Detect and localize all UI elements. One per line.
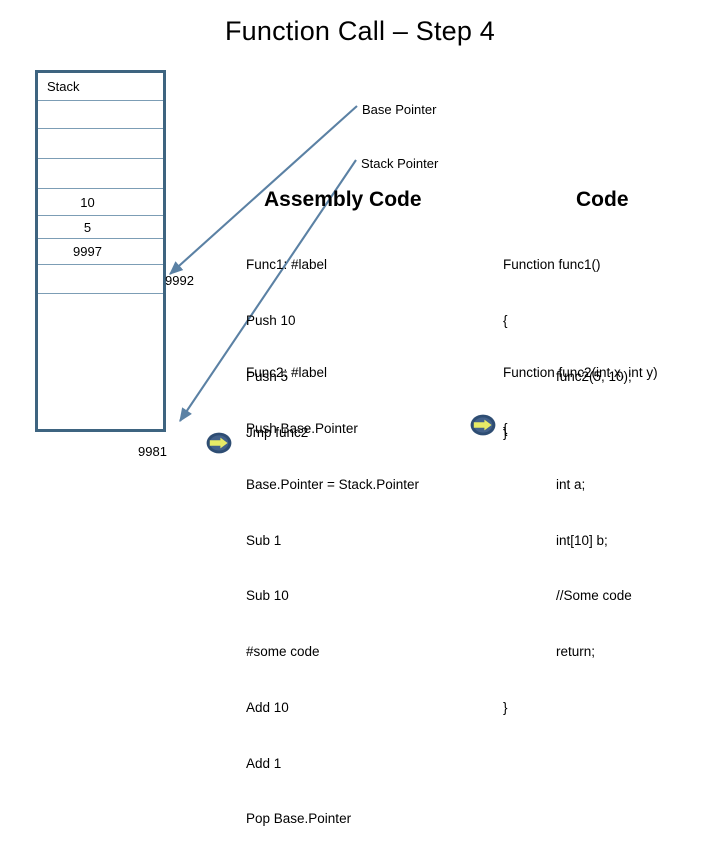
assembly-code-line: Push 5 bbox=[246, 368, 289, 384]
assembly-code-line: Sub 1 bbox=[246, 532, 282, 548]
assembly-code-line: Func2: #label bbox=[246, 365, 328, 381]
stack-header-label: Stack bbox=[47, 79, 80, 94]
stack-row bbox=[38, 265, 163, 294]
code-line: return; bbox=[556, 644, 596, 660]
page-title: Function Call – Step 4 bbox=[224, 16, 496, 46]
assembly-code-line: Jmp func2 bbox=[246, 424, 309, 440]
stack-row: 5 bbox=[38, 216, 163, 239]
right-arrow-bullet-icon bbox=[206, 432, 232, 454]
stack-row bbox=[38, 294, 163, 429]
assembly-func1-block: Func1: #label Push 10 Push 5 Jmp func2 bbox=[246, 219, 327, 479]
assembly-code-line: Add 1 bbox=[246, 755, 282, 771]
code-line: Function func2(int x, int y) bbox=[503, 365, 658, 381]
code-line: int[10] b; bbox=[556, 532, 608, 548]
code-line: } bbox=[503, 424, 508, 440]
stack-row: 10 bbox=[38, 189, 163, 216]
code-line: Function func1() bbox=[503, 257, 601, 273]
code-line: { bbox=[503, 420, 508, 436]
right-arrow-bullet-icon bbox=[470, 414, 496, 436]
base-pointer-address-label: 9992 bbox=[165, 273, 194, 288]
code-heading: Code bbox=[576, 188, 629, 211]
slide-canvas: Function Call – Step 4 Stack 10 5 9997 bbox=[35, 16, 658, 826]
stack-table: Stack 10 5 9997 bbox=[35, 70, 166, 432]
assembly-code-heading: Assembly Code bbox=[264, 188, 422, 211]
code-line: } bbox=[503, 699, 508, 715]
stack-pointer-address-label: 9981 bbox=[138, 444, 167, 459]
stack-cell-value: 5 bbox=[83, 219, 92, 235]
stack-cell-value: 10 bbox=[80, 194, 95, 210]
assembly-code-line: Base.Pointer = Stack.Pointer bbox=[246, 476, 419, 492]
stack-row-header: Stack bbox=[38, 73, 163, 101]
assembly-code-line: Push Base.Pointer bbox=[246, 420, 358, 436]
assembly-code-line: Add 10 bbox=[246, 699, 289, 715]
base-pointer-label: Base Pointer bbox=[362, 102, 437, 117]
code-func1-block: Function func1() { func2(5, 10); } bbox=[503, 219, 632, 479]
assembly-code-line: Func1: #label bbox=[246, 257, 328, 273]
assembly-func2-block: Func2: #label Push Base.Pointer Base.Poi… bbox=[246, 327, 419, 866]
code-line: int a; bbox=[556, 476, 586, 492]
stack-row bbox=[38, 129, 163, 159]
code-line: //Some code bbox=[556, 588, 632, 604]
stack-row bbox=[38, 101, 163, 129]
stack-cell-value: 9997 bbox=[73, 244, 102, 259]
stack-row bbox=[38, 159, 163, 189]
assembly-code-line: Sub 10 bbox=[246, 588, 289, 604]
code-line: { bbox=[503, 312, 508, 328]
assembly-code-line: Push 10 bbox=[246, 312, 296, 328]
assembly-code-line: Pop Base.Pointer bbox=[246, 811, 352, 827]
stack-pointer-label: Stack Pointer bbox=[361, 156, 439, 171]
code-func2-block: Function func2(int x, int y) { int a; in… bbox=[503, 327, 658, 755]
code-line: func2(5, 10); bbox=[556, 368, 632, 384]
assembly-code-line: #some code bbox=[246, 644, 320, 660]
stack-row: 9997 bbox=[38, 239, 163, 265]
